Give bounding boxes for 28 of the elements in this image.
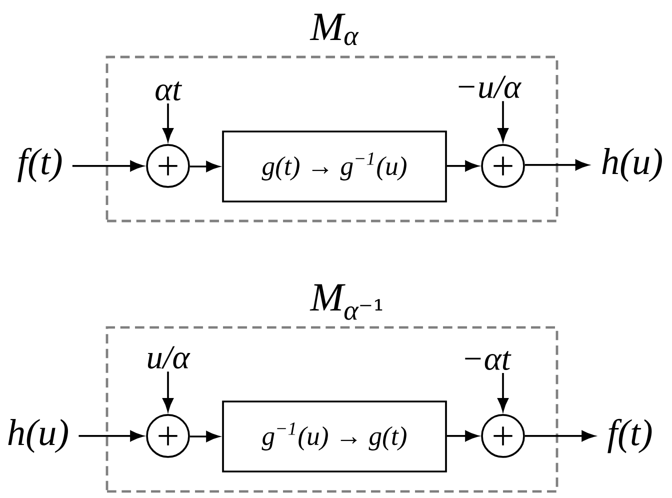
arrow xyxy=(190,161,220,172)
signal-label: u/α xyxy=(148,346,190,369)
arrow xyxy=(446,160,478,172)
arrow xyxy=(72,160,144,172)
arrow xyxy=(162,372,174,412)
sum-junction xyxy=(146,144,190,188)
sum-junction xyxy=(146,414,190,458)
arrow xyxy=(78,430,144,442)
sum-junction xyxy=(481,144,525,188)
signal-label: −αt xyxy=(465,350,512,370)
arrow xyxy=(190,431,220,442)
arrow xyxy=(524,160,588,170)
box-title: M$_{α}$ xyxy=(310,14,359,46)
signal-label: αt xyxy=(156,81,182,101)
signal-label: h(u) xyxy=(8,419,68,453)
process-box: g$^{−1}$(u) → g(t) xyxy=(222,400,447,472)
signal-label: f(t) xyxy=(18,148,62,182)
arrow xyxy=(498,372,508,412)
signal-label: f(t) xyxy=(608,418,652,454)
process-box: g(t) → g$^{−1}$(u) xyxy=(222,130,447,202)
arrow xyxy=(524,430,595,442)
arrow xyxy=(446,430,478,442)
signal-label: h(u) xyxy=(602,148,662,182)
arrow xyxy=(162,103,174,142)
box-title: M$_{α}$$_{⁻¹}$ xyxy=(310,284,382,320)
arrow xyxy=(498,101,508,142)
signal-label: −u/α xyxy=(458,76,522,98)
sum-junction xyxy=(481,414,525,458)
